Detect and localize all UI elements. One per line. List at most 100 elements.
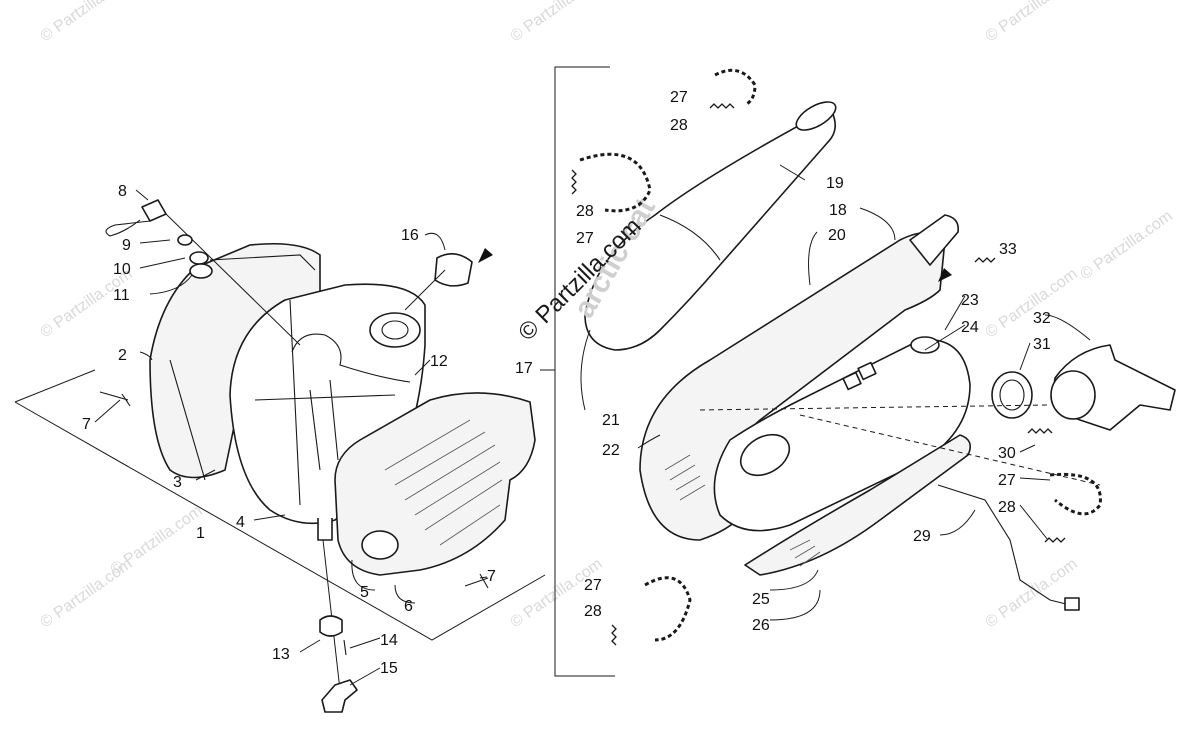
spring-33 [974,257,996,263]
part-25-shield [744,434,971,576]
part-7-pin-right [464,573,489,589]
callout-25: 25 [752,591,770,608]
part-31-bore [999,379,1025,411]
spring-28-upper [571,169,577,195]
watermark: © Partzilla.com [508,0,606,45]
spring-30 [1027,428,1053,434]
manifold-port [1050,370,1096,420]
callout-2: 2 [118,347,127,364]
part-12-strap [291,333,411,383]
callout-24: 24 [961,319,979,336]
part-29-sensor-lead [937,484,1071,606]
callout-8: 8 [118,183,127,200]
callout-27-bottom: 27 [584,577,602,594]
callout-6: 6 [404,598,413,615]
callout-10: 10 [113,261,131,278]
callout-13: 13 [272,646,290,663]
drain-spigot [317,518,333,541]
callout-4: 4 [236,514,245,531]
part-13-grommet [319,615,343,637]
callout-labels: 1 2 3 4 5 6 7 7 8 9 10 11 12 13 14 15 16… [82,89,1051,677]
chamber-outlet [795,101,837,131]
chamber-seam [659,214,721,261]
callout-26: 26 [752,617,770,634]
shield-texture [789,539,821,567]
callout-27-upper: 27 [576,230,594,247]
callout-32: 32 [1033,310,1051,327]
pipe-texture [664,454,706,501]
callout-19: 19 [826,175,844,192]
callout-30: 30 [998,445,1016,462]
mount-axis [322,539,341,691]
part-7-pin-left [99,391,131,407]
band-27-top [714,68,757,107]
centerline-2 [799,414,1101,486]
callout-12: 12 [430,353,448,370]
part-19-chamber [584,111,836,351]
part-5-front-shield [334,392,536,576]
band-27-right [1049,472,1102,516]
callout-1: 1 [196,525,205,542]
part-24-tab [857,361,877,381]
spring-28-bottom [611,624,617,646]
callout-9: 9 [122,237,131,254]
watermark: © Partzilla.com [983,556,1081,632]
band-27-bottom [644,576,692,642]
callout-21: 21 [602,412,620,429]
spring-28-right [1044,537,1066,543]
part-16-gasket [434,253,473,287]
callout-20: 20 [828,227,846,244]
watermark: © Partzilla.com [983,266,1081,342]
part-22-pipe [639,231,946,541]
left-leaders [94,189,488,686]
assembly-1-bracket [14,369,546,641]
part-23-sleeve [910,336,940,354]
callout-3: 3 [173,474,182,491]
callout-31: 31 [1033,336,1051,353]
watermark: © Partzilla.com [108,503,206,579]
part-8-pin [141,199,167,222]
part-18-stinger [909,214,960,266]
canister-ribs [254,299,396,506]
part-11-grommet [189,263,213,279]
part-31-gasket [991,371,1033,419]
part-22-inlet-pipe [713,338,971,532]
callout-22: 22 [602,442,620,459]
pipe-inlet-bore [739,433,791,477]
assembly-17-bracket [540,66,615,677]
band-27-upper [579,152,652,213]
shield-port [361,530,399,560]
callout-7-right: 7 [487,568,496,585]
callout-14: 14 [380,632,398,649]
part-14-screw [343,639,347,656]
part-29-connector [1064,597,1080,611]
callout-28-top: 28 [670,117,688,134]
part-10-grommet [189,251,209,265]
callout-16: 16 [401,227,419,244]
part-2-detail [169,254,316,481]
watermark: © Partzilla.com [1078,208,1176,284]
callout-23: 23 [961,292,979,309]
exhaust-pipe-assembly: arctic cat [94,66,1176,686]
centerline-1 [699,404,1051,411]
part-8-clip [105,219,151,237]
callout-15: 15 [380,660,398,677]
callout-27-right: 27 [998,472,1016,489]
watermark: © Partzilla.com [983,0,1081,45]
part-24-tab [842,371,862,391]
callout-27-top: 27 [670,89,688,106]
gasket-axis [404,269,446,311]
silencer-assembly [14,199,546,713]
part-9-washer [177,234,193,246]
callout-29: 29 [913,528,931,545]
callout-5: 5 [360,584,369,601]
callout-18: 18 [829,202,847,219]
callout-28-upper: 28 [576,203,594,220]
callout-17: 17 [515,360,533,377]
callout-7-left: 7 [82,416,91,433]
callout-28-right: 28 [998,499,1016,516]
shield-louvers [384,419,503,546]
watermark: © Partzilla.com [38,0,136,45]
